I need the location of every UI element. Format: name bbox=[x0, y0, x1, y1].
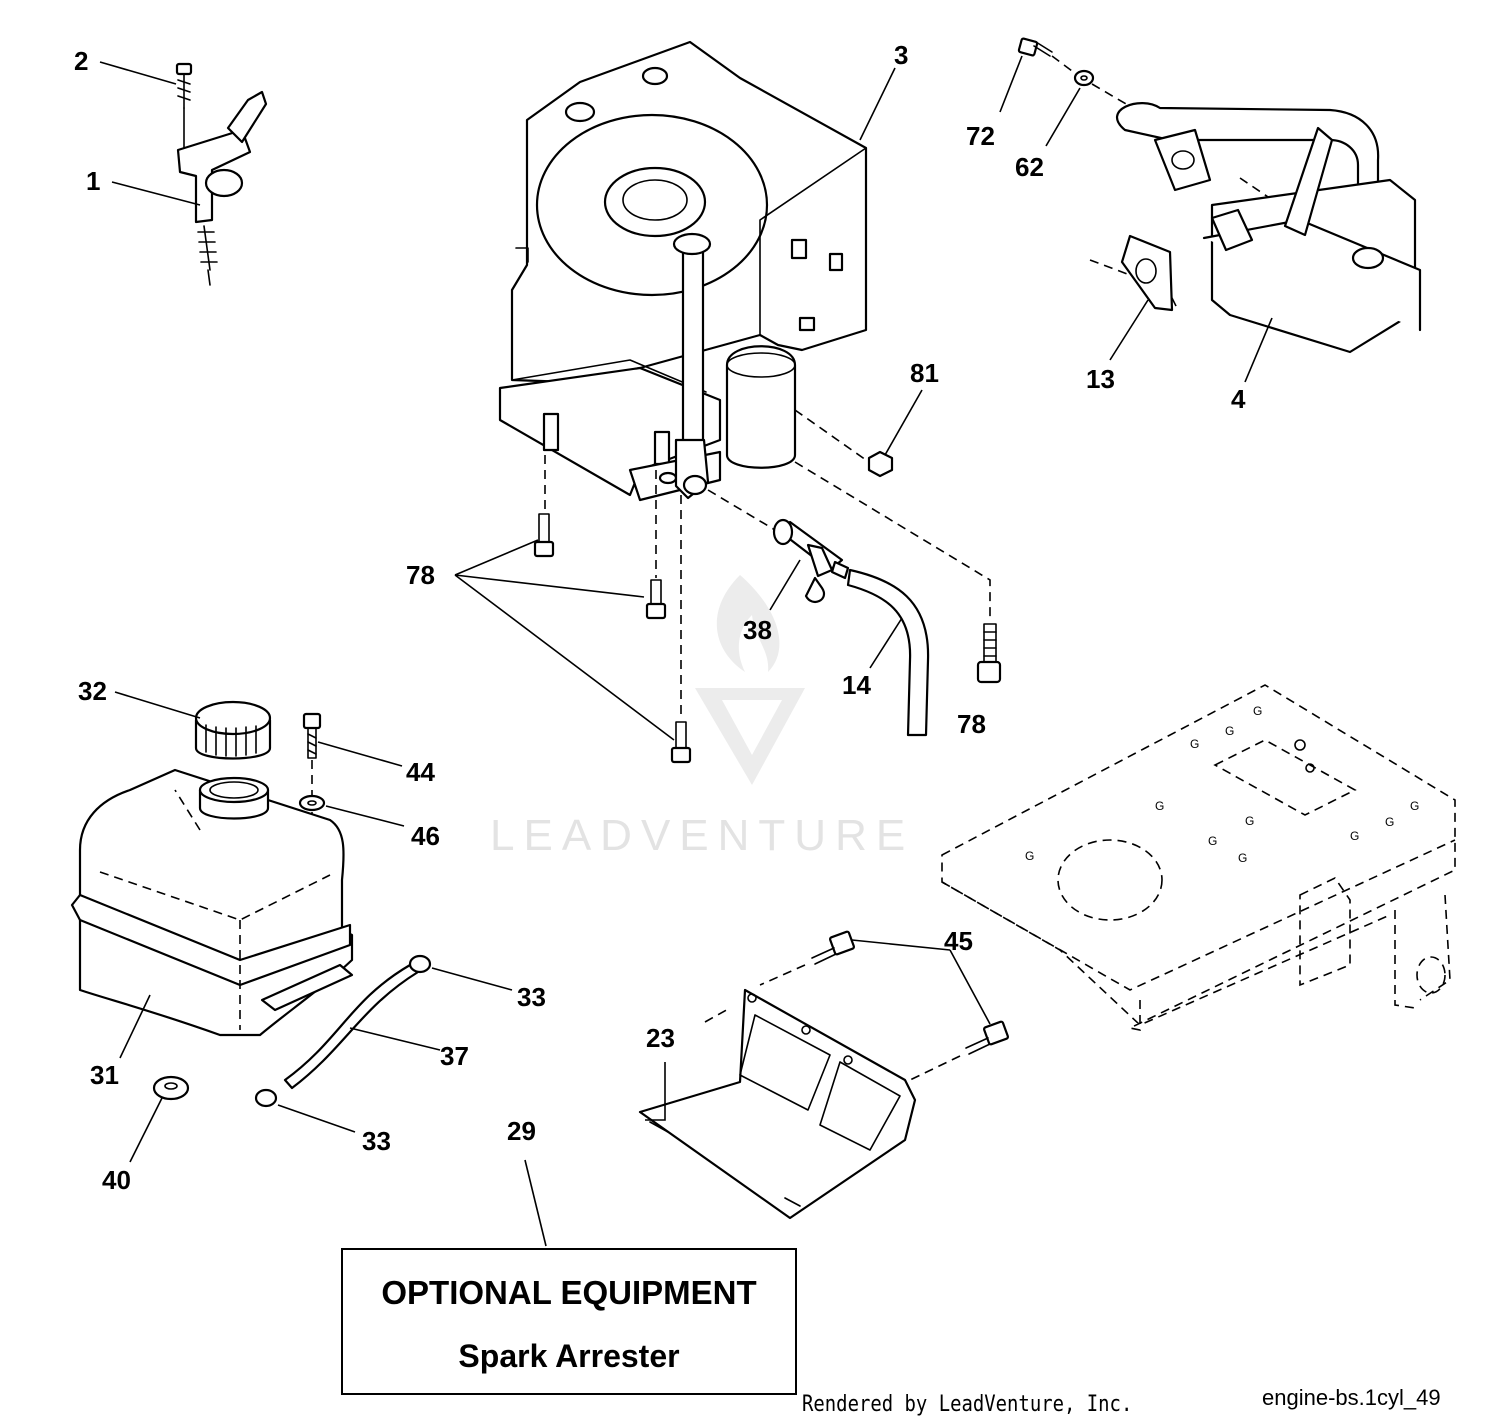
callout-81: 81 bbox=[910, 358, 939, 388]
callout-numbers: 2 1 3 72 62 13 4 81 78 38 14 78 32 44 46… bbox=[74, 40, 1246, 1195]
callout-32: 32 bbox=[78, 676, 107, 706]
svg-text:G: G bbox=[1190, 737, 1199, 751]
callout-40: 40 bbox=[102, 1165, 131, 1195]
fuel-cap bbox=[194, 700, 272, 760]
svg-text:G: G bbox=[1025, 849, 1034, 863]
callout-45: 45 bbox=[944, 926, 973, 956]
callout-44: 44 bbox=[406, 757, 435, 787]
fuel-tank bbox=[70, 768, 354, 1037]
svg-text:G: G bbox=[1350, 829, 1359, 843]
svg-text:G: G bbox=[1238, 851, 1247, 865]
leader-lines bbox=[99, 55, 1273, 1247]
leadventure-watermark: LEADVENTURE bbox=[490, 575, 914, 860]
rendered-by-credit: Rendered by LeadVenture, Inc. bbox=[802, 1392, 1133, 1417]
svg-text:G: G bbox=[1410, 799, 1419, 813]
callout-38: 38 bbox=[743, 615, 772, 645]
optional-equipment-subtitle: Spark Arrester bbox=[458, 1338, 680, 1374]
fuel-line-14 bbox=[846, 568, 930, 737]
callout-33-top: 33 bbox=[517, 982, 546, 1012]
hose-clamp-33-a bbox=[408, 954, 432, 974]
fuel-hose-37 bbox=[283, 963, 420, 1090]
callout-3: 3 bbox=[894, 40, 908, 70]
optional-equipment-box: OPTIONAL EQUIPMENT Spark Arrester bbox=[341, 1248, 797, 1395]
callout-72: 72 bbox=[966, 121, 995, 151]
svg-text:G: G bbox=[1385, 815, 1394, 829]
engine-bolt-78-c bbox=[670, 495, 692, 764]
callout-46: 46 bbox=[411, 821, 440, 851]
callout-31: 31 bbox=[90, 1060, 119, 1090]
callout-23: 23 bbox=[646, 1023, 675, 1053]
svg-text:G: G bbox=[1245, 814, 1254, 828]
callout-1: 1 bbox=[86, 166, 100, 196]
callout-78-right: 78 bbox=[957, 709, 986, 739]
fuel-shutoff-valve bbox=[707, 489, 850, 603]
exhaust-gasket bbox=[1089, 234, 1179, 312]
optional-equipment-title: OPTIONAL EQUIPMENT bbox=[381, 1274, 757, 1311]
exhaust-bolt-72 bbox=[1017, 37, 1053, 57]
tank-washer-46 bbox=[298, 794, 326, 985]
callout-37: 37 bbox=[440, 1041, 469, 1071]
shield-bolt-45-b bbox=[909, 1020, 1010, 1081]
hose-clamp-33-b bbox=[254, 1088, 278, 1108]
engine-bolt-78-b bbox=[645, 470, 667, 620]
callout-13: 13 bbox=[1086, 364, 1115, 394]
exhaust-washer-62 bbox=[1073, 69, 1095, 87]
callout-33-bottom: 33 bbox=[362, 1126, 391, 1156]
callout-78-left: 78 bbox=[406, 560, 435, 590]
shield-bolt-45-a bbox=[704, 930, 856, 1023]
callout-62: 62 bbox=[1015, 152, 1044, 182]
watermark-text: LEADVENTURE bbox=[490, 811, 914, 860]
svg-text:G: G bbox=[1208, 834, 1217, 848]
throttle-control-assembly bbox=[175, 62, 268, 286]
engine bbox=[498, 40, 868, 502]
svg-text:G: G bbox=[1253, 704, 1262, 718]
engine-bolt-78-a bbox=[533, 455, 555, 558]
svg-text:G: G bbox=[1155, 799, 1164, 813]
tank-grommet bbox=[152, 1075, 190, 1101]
svg-text:G: G bbox=[1225, 724, 1234, 738]
callout-2: 2 bbox=[74, 46, 88, 76]
diagram-code: engine-bs.1cyl_49 bbox=[1262, 1385, 1441, 1410]
tank-screw-44 bbox=[302, 712, 322, 795]
callout-4: 4 bbox=[1231, 384, 1246, 414]
callout-14: 14 bbox=[842, 670, 871, 700]
nut-81 bbox=[794, 409, 991, 622]
tractor-frame: G G G G G G G G G G G bbox=[941, 684, 1456, 1031]
engine-bolt-78-d bbox=[976, 623, 1002, 684]
muffler bbox=[1116, 102, 1422, 354]
callout-29: 29 bbox=[507, 1116, 536, 1146]
heat-shield-23 bbox=[638, 988, 917, 1220]
